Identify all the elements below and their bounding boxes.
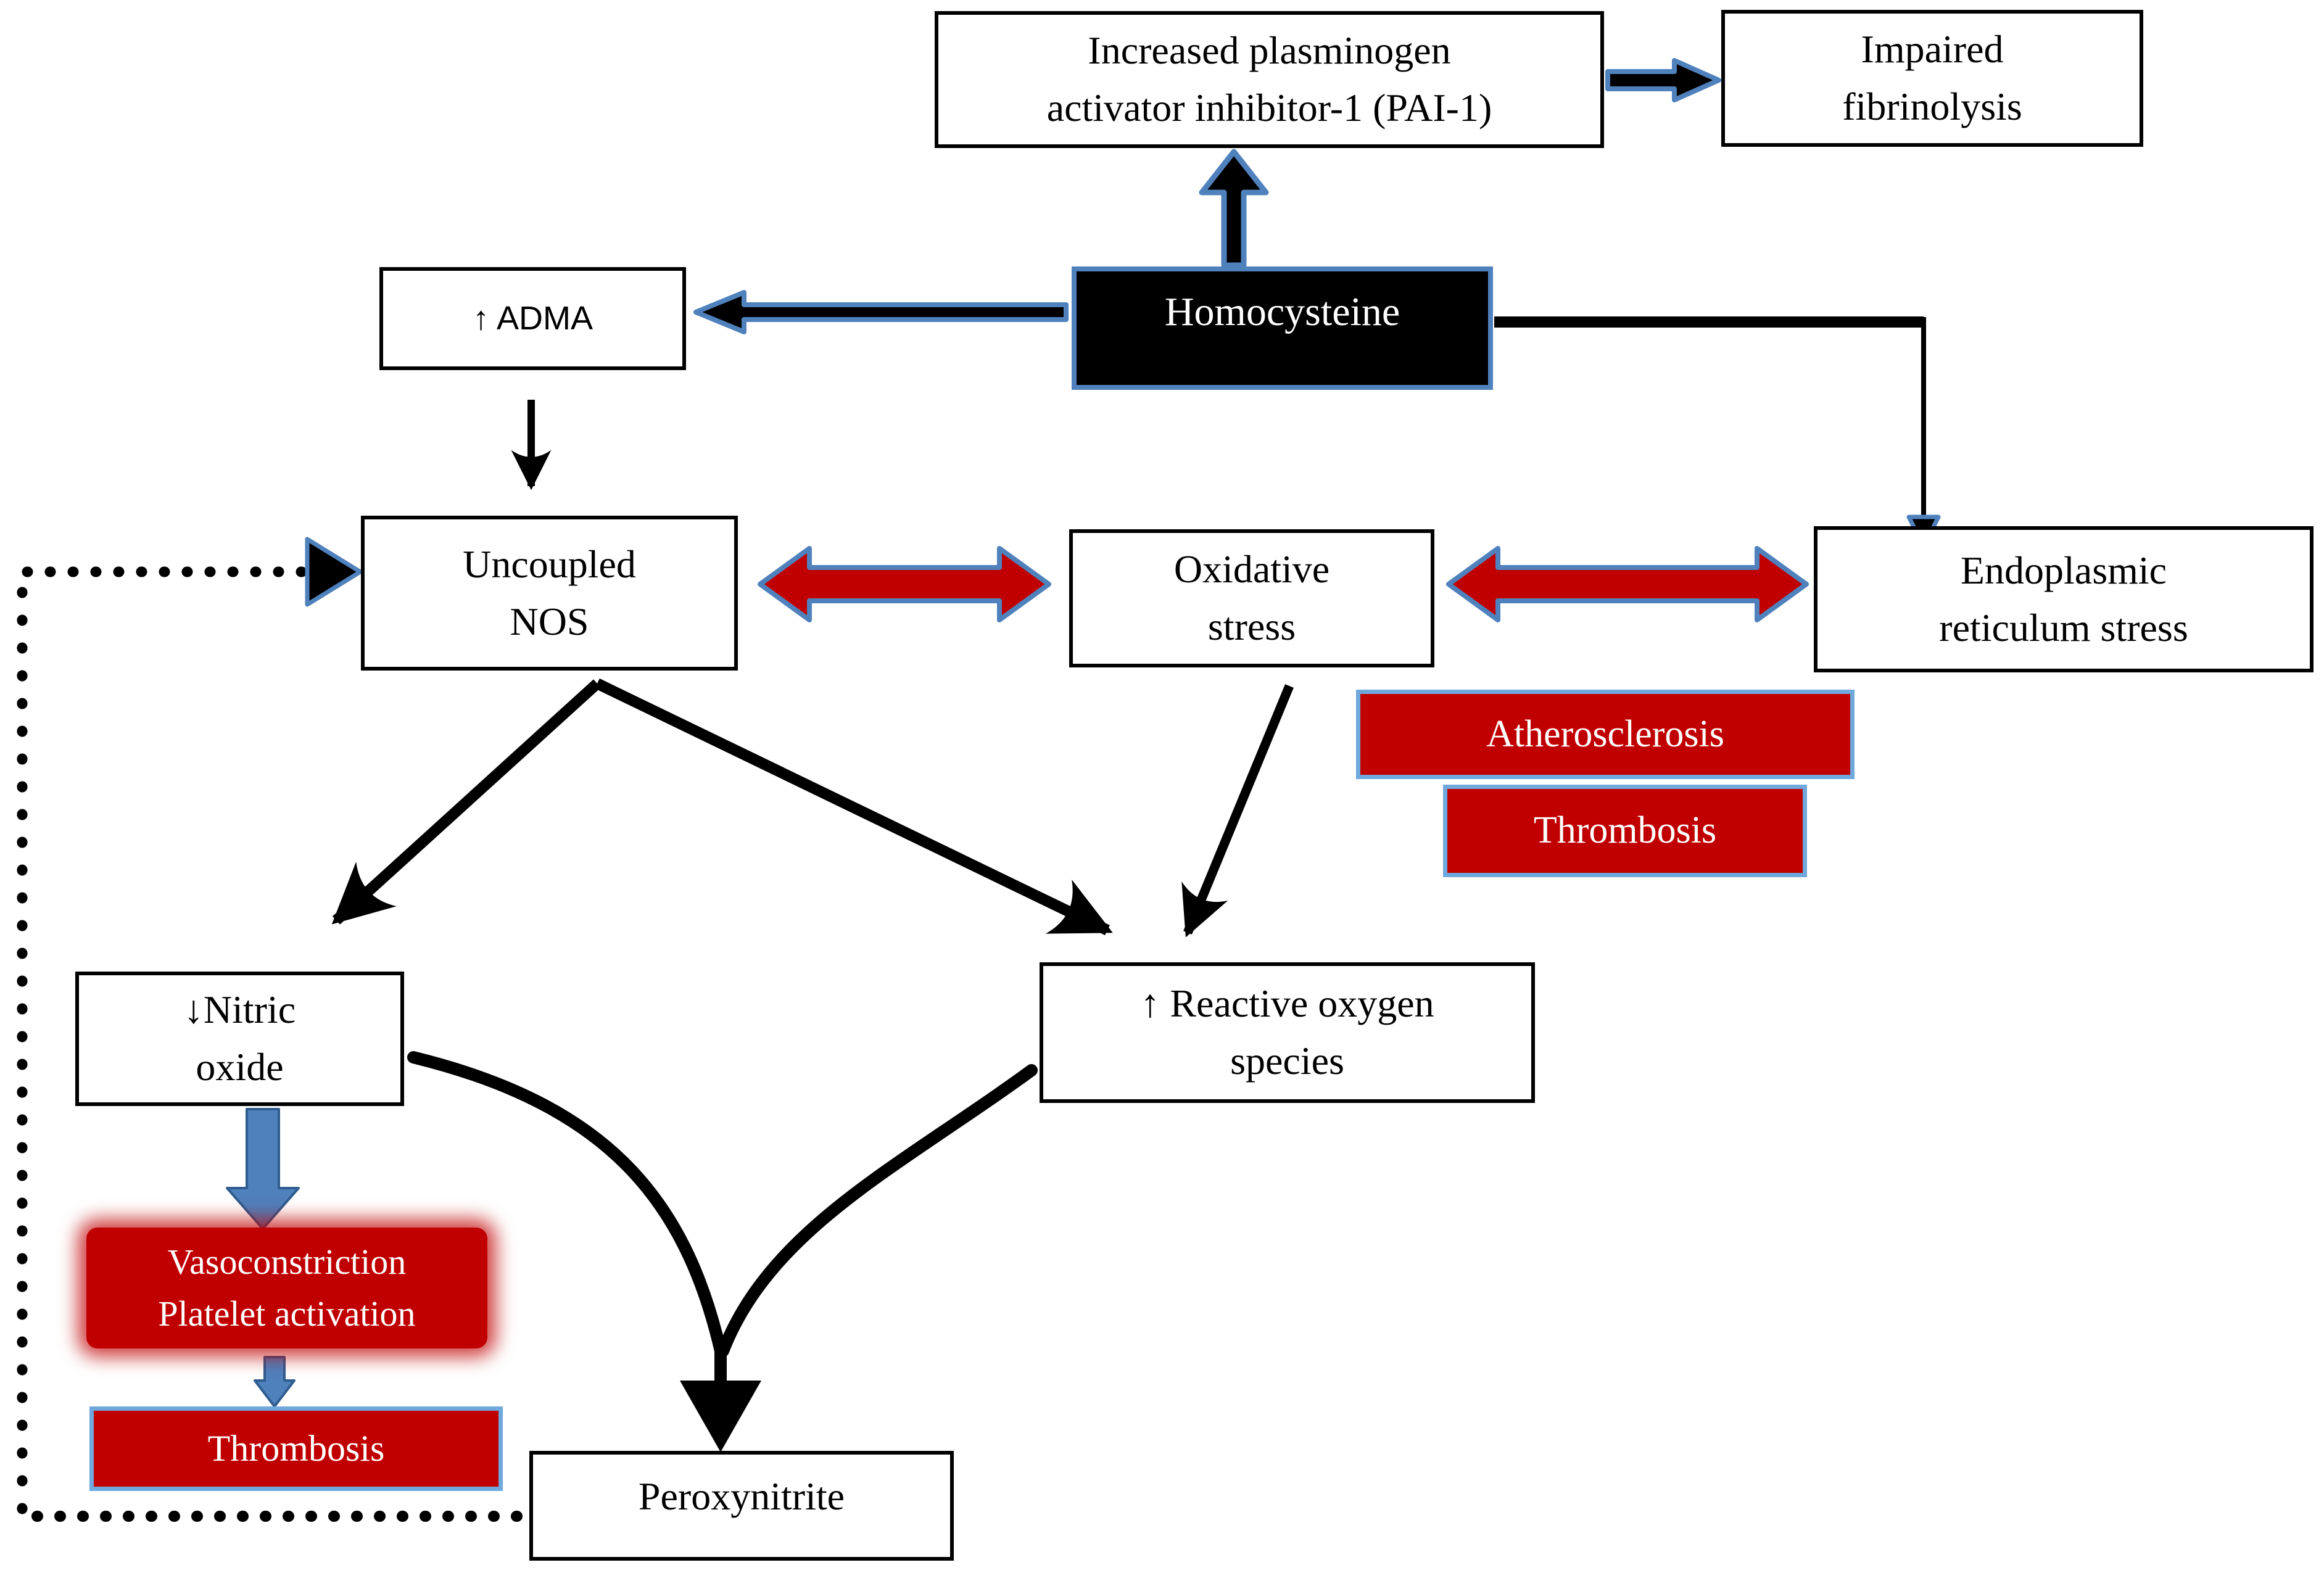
node-er-stress: Endoplasmic reticulum stress — [1814, 526, 2314, 672]
node-peroxynitrite: Peroxynitrite — [529, 1451, 954, 1561]
arrow-vasoconstriction-to-thrombosis — [254, 1356, 296, 1408]
node-atherosclerosis: Atherosclerosis — [1356, 690, 1855, 779]
arrow-homocysteine-to-pai1 — [1199, 149, 1269, 268]
node-nitric-oxide: ↓Nitric oxide — [75, 972, 404, 1106]
double-arrow-nos-oxidative — [758, 546, 1051, 622]
node-impaired-fibrinolysis: Impaired fibrinolysis — [1721, 10, 2143, 147]
arrow-nos-to-ros — [595, 678, 1113, 936]
node-pai1: Increased plasminogen activator inhibito… — [935, 11, 1604, 148]
node-thrombosis-lower: Thrombosis — [89, 1406, 503, 1491]
node-thrombosis-upper: Thrombosis — [1443, 785, 1807, 877]
node-homocysteine: Homocysteine — [1072, 266, 1493, 390]
node-reactive-oxygen-species: ↑ Reactive oxygen species — [1040, 962, 1535, 1103]
dotted-feedback-peroxynitrite-to-nos — [17, 537, 534, 1522]
arrow-oxidative-to-ros — [1181, 684, 1294, 938]
arrow-homocysteine-to-er-stress — [1494, 316, 1941, 549]
arrow-nos-to-nitric-oxide — [331, 679, 602, 925]
node-oxidative-stress: Oxidative stress — [1069, 529, 1434, 667]
arrow-homocysteine-to-adma — [693, 290, 1069, 334]
arrow-nitric-to-vasoconstriction — [226, 1108, 300, 1230]
double-arrow-oxidative-er — [1446, 546, 1809, 622]
node-vasoconstriction-platelet-activation: Vasoconstriction Platelet activation — [86, 1228, 487, 1348]
node-uncoupled-nos: Uncoupled NOS — [361, 516, 738, 671]
arrow-pai1-to-impaired-fibrinolysis — [1605, 58, 1721, 102]
node-adma: ↑ ADMA — [379, 267, 686, 370]
arrow-nitric-and-ros-to-peroxynitrite — [407, 1051, 1038, 1452]
